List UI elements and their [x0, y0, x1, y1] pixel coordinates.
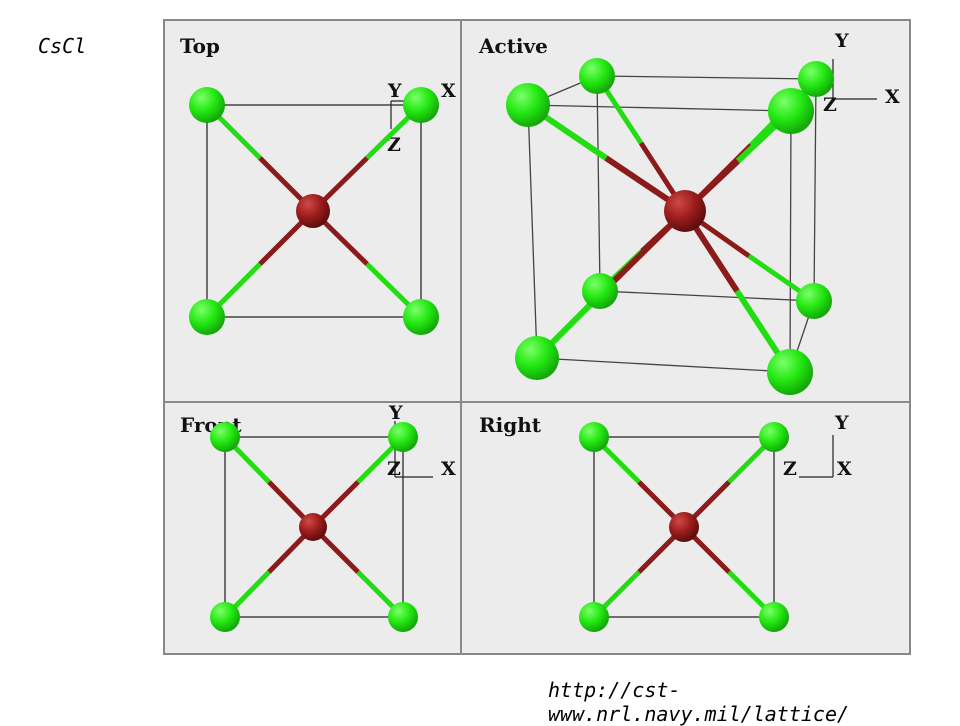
cl-atom[interactable] [579, 602, 609, 632]
cs-atom[interactable] [669, 512, 699, 542]
cl-atom[interactable] [388, 422, 418, 452]
axis-z-label: Z [387, 458, 401, 480]
unit-cell-edge [527, 104, 792, 112]
viewport-top-label: Top [180, 34, 220, 58]
unit-cell-edge [789, 110, 792, 373]
cl-atom[interactable] [515, 336, 559, 380]
axis-x-label: X [885, 86, 900, 108]
viewport-active-label: Active [478, 34, 548, 58]
axis-x-label: X [837, 458, 852, 480]
unit-cell-edge [206, 104, 422, 318]
viewport-front[interactable]: Front Y X Z [180, 402, 456, 632]
cl-atom[interactable] [579, 58, 615, 94]
axis-x-label: X [441, 80, 456, 102]
cs-atom[interactable] [299, 513, 327, 541]
cl-atom[interactable] [403, 87, 439, 123]
source-url[interactable]: http://cst-www.nrl.navy.mil/lattice/ [548, 678, 850, 726]
cl-atom[interactable] [767, 349, 813, 395]
axis-y-label: Y [388, 402, 403, 424]
cl-atom[interactable] [189, 299, 225, 335]
viewer-canvas[interactable]: Top Y X Z Active Y [163, 19, 911, 655]
viewer-frame [163, 19, 911, 655]
unit-cell-edge [599, 290, 815, 302]
viewport-right[interactable]: Right Y X Z [479, 412, 852, 632]
cl-atom[interactable] [506, 83, 550, 127]
axis-z-label: Z [823, 94, 837, 116]
crystal-viewer[interactable]: Top Y X Z Active Y [163, 19, 911, 655]
unit-cell-edge [593, 436, 775, 618]
cl-atom[interactable] [210, 422, 240, 452]
cl-atom[interactable] [796, 283, 832, 319]
cl-atom[interactable] [579, 422, 609, 452]
unit-cell-edge [596, 75, 601, 292]
axis-z-label: Z [387, 134, 401, 156]
viewport-right-label: Right [479, 413, 542, 437]
axis-y-label: Y [834, 412, 849, 434]
unit-cell-edges [527, 75, 817, 373]
cl-atom[interactable] [388, 602, 418, 632]
cl-atom[interactable] [798, 61, 834, 97]
slide-title: CsCl [38, 34, 87, 58]
cs-atom[interactable] [296, 194, 330, 228]
unit-cell-edge [536, 357, 791, 373]
viewport-active[interactable]: Active Y X Z [478, 30, 900, 395]
cl-atom[interactable] [759, 602, 789, 632]
cs-atom[interactable] [664, 190, 706, 232]
unit-cell-edge [224, 436, 404, 618]
cl-atom[interactable] [189, 87, 225, 123]
axis-y-label: Y [834, 30, 849, 52]
cl-atom[interactable] [210, 602, 240, 632]
axis-y-label: Y [387, 80, 402, 102]
viewport-top[interactable]: Top Y X Z [180, 34, 456, 335]
unit-cell-edge [813, 78, 817, 302]
unit-cell-edge [596, 75, 817, 80]
cl-atom[interactable] [759, 422, 789, 452]
cl-atom[interactable] [582, 273, 618, 309]
axis-x-label: X [441, 458, 456, 480]
cl-atom[interactable] [768, 88, 814, 134]
unit-cell-edge [527, 104, 538, 359]
cl-atom[interactable] [403, 299, 439, 335]
axis-triad-active: Y X Z [823, 30, 900, 116]
axis-triad-right: Y X Z [783, 412, 852, 480]
axis-z-label: Z [783, 458, 797, 480]
